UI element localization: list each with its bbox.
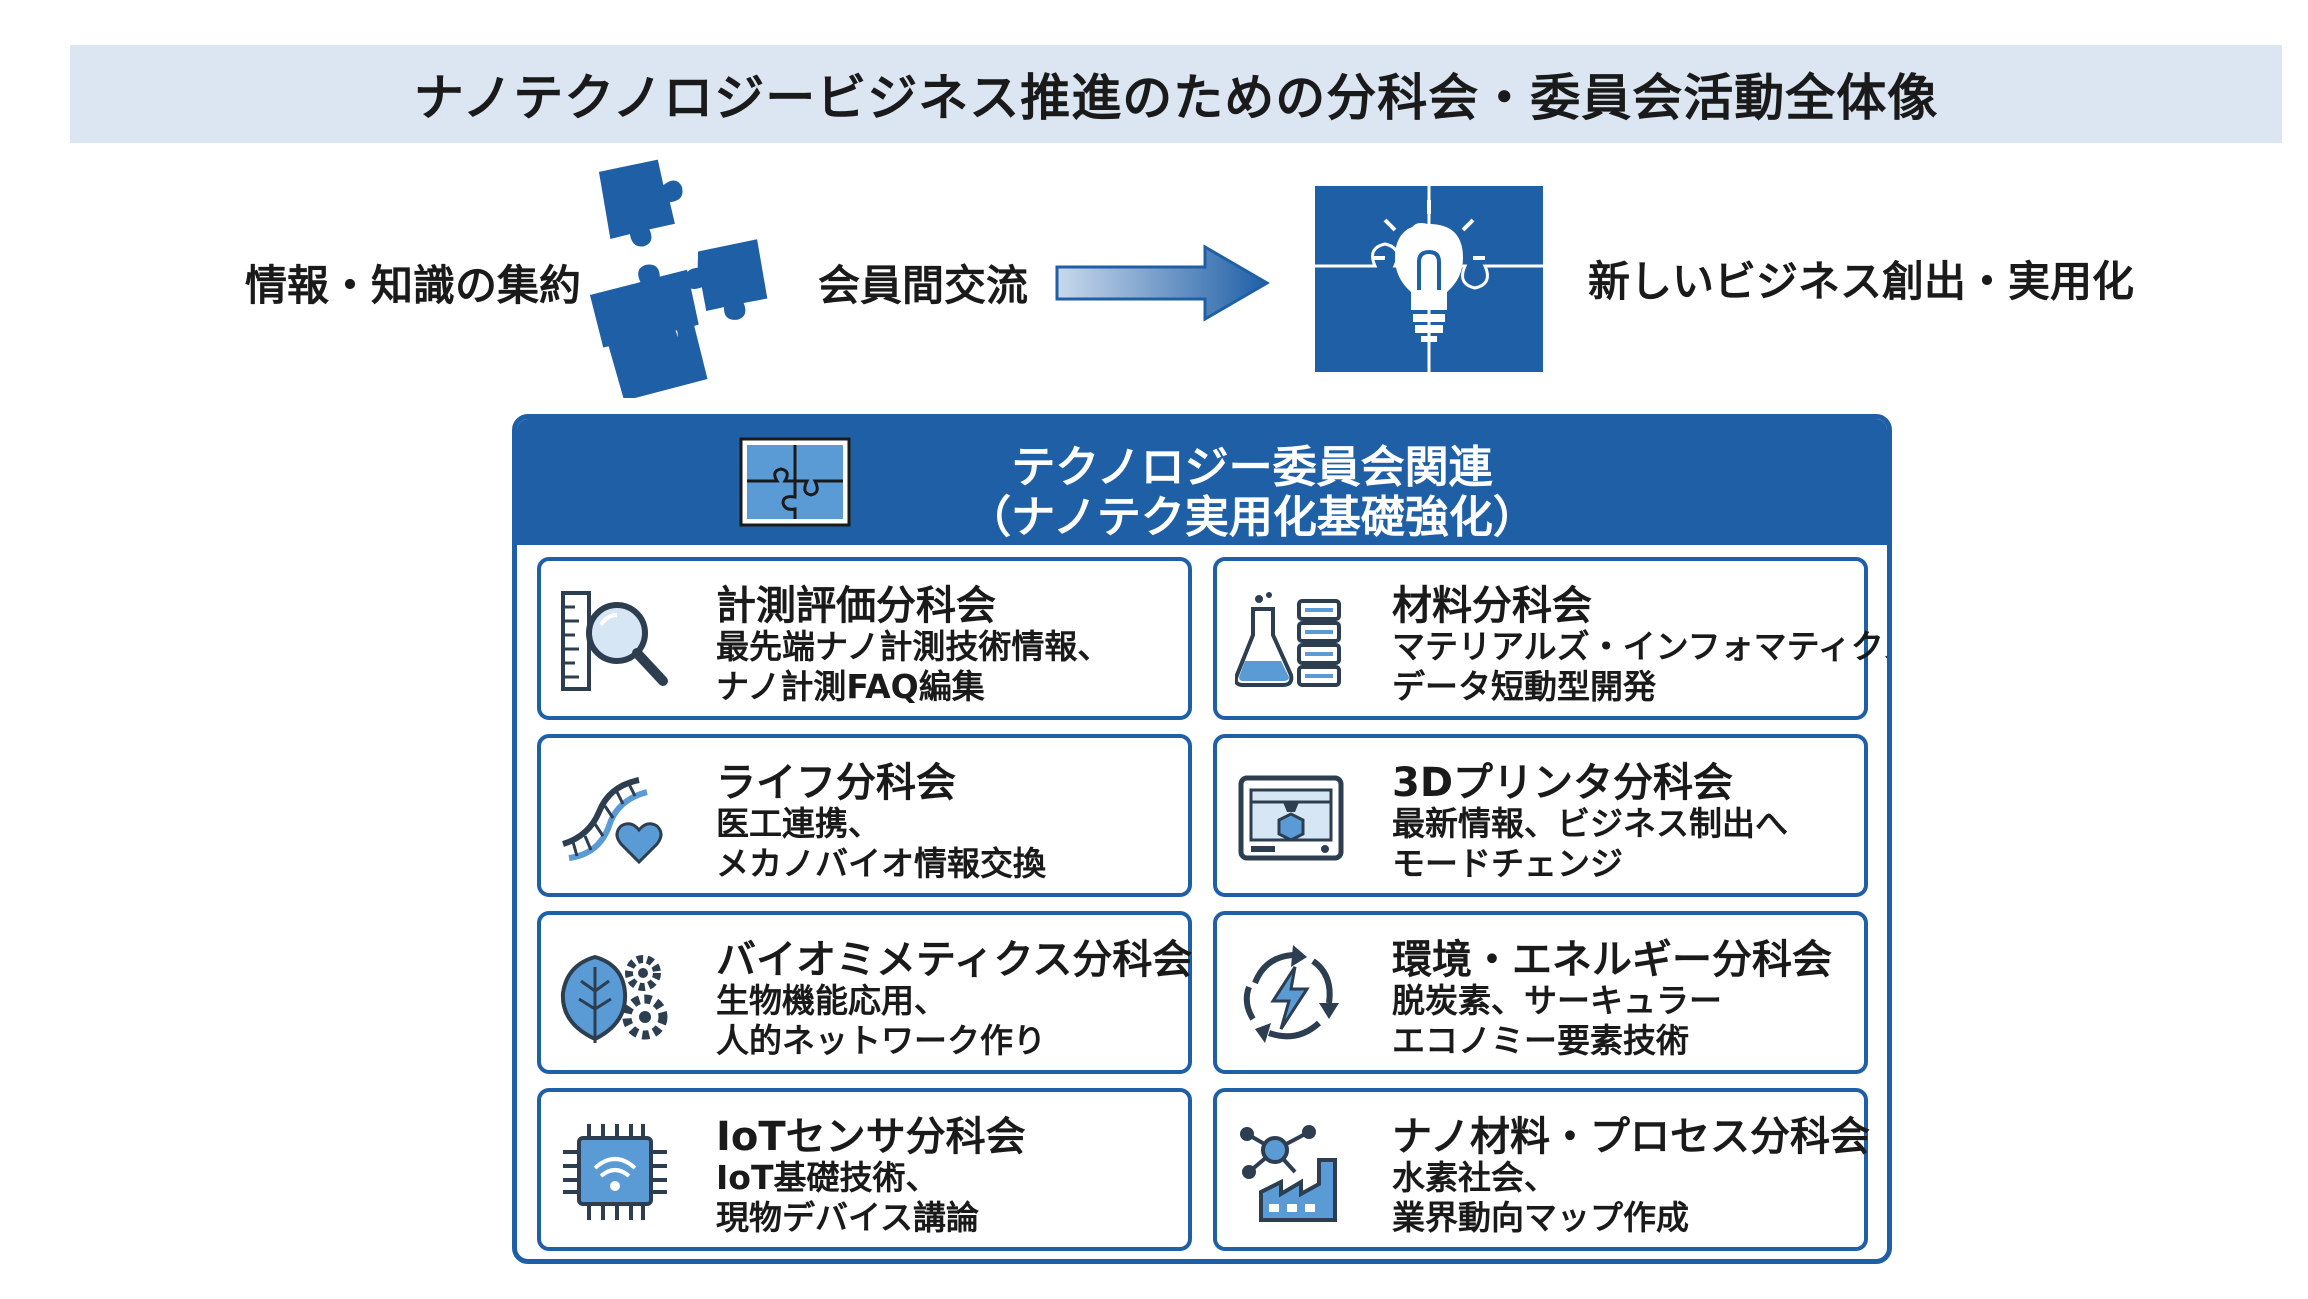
panel-title: テクノロジー委員会関連 — [1011, 442, 1493, 493]
puzzle-icon — [739, 437, 851, 527]
card-desc-line: 現物デバイス講論 — [716, 1198, 980, 1237]
card-title: 環境・エネルギー分科会 — [1392, 937, 1832, 983]
card-description: 最新情報、ビジネス制出へ モードチェンジ — [1392, 804, 1788, 884]
card-description: 水素社会、 業界動向マップ作成 — [1392, 1158, 1689, 1238]
card-desc-line: 人的ネットワーク作り — [716, 1021, 1046, 1060]
recycle-bolt-icon — [1243, 945, 1339, 1043]
card-iot-sensor: IoTセンサ分科会 IoT基礎技術、 現物デバイス講論 — [537, 1088, 1192, 1251]
flow-step-knowledge: 情報・知識の集約 — [245, 261, 582, 310]
card-title: IoTセンサ分科会 — [716, 1114, 1026, 1160]
card-desc-line: 最新情報、ビジネス制出へ — [1392, 804, 1788, 843]
card-materials: 材料分科会 マテリアルズ・インフォマティクス データ短動型開発 — [1213, 557, 1887, 720]
card-biomimetics: バイオミメティクス分科会 生物機能応用、 人的ネットワーク作り — [537, 911, 1192, 1074]
card-title: 材料分科会 — [1392, 583, 1592, 629]
card-description: 生物機能応用、 人的ネットワーク作り — [716, 981, 1046, 1061]
3d-printer-icon — [1238, 775, 1344, 861]
flow-step-business: 新しいビジネス創出・実用化 — [1588, 257, 2135, 306]
card-description: IoT基礎技術、 現物デバイス講論 — [716, 1158, 979, 1238]
card-desc-line: エコノミー要素技術 — [1392, 1021, 1689, 1060]
title-bar: ナノテクノロジービジネス推進のための分科会・委員会活動全体像 — [70, 45, 2282, 143]
panel-subtitle: （ナノテク実用化基礎強化） — [967, 492, 1537, 543]
technology-committee-panel: テクノロジー委員会関連 （ナノテク実用化基礎強化） 計測評価分科会 最先端ナノ計… — [512, 414, 1892, 1264]
card-life: ライフ分科会 医工連携、 メカノバイオ情報交換 — [537, 734, 1192, 897]
flow-step-exchange: 会員間交流 — [818, 261, 1029, 310]
card-title: ナノ材料・プロセス分科会 — [1392, 1114, 1870, 1160]
card-desc-line: 生物機能応用、 — [716, 981, 947, 1020]
card-desc-line: 医工連携、 — [716, 804, 881, 843]
card-desc-line: IoT基礎技術、 — [716, 1158, 939, 1197]
card-title: 計測評価分科会 — [716, 583, 996, 629]
card-title: ライフ分科会 — [716, 760, 956, 806]
card-desc-line: メカノバイオ情報交換 — [716, 844, 1046, 883]
card-desc-line: モードチェンジ — [1392, 844, 1623, 883]
card-desc-line: 水素社会、 — [1392, 1158, 1557, 1197]
puzzle-pieces-icon — [589, 159, 768, 398]
card-desc-line: 最先端ナノ計測技術情報、 — [716, 627, 1111, 666]
card-3d-printer: 3Dプリンタ分科会 最新情報、ビジネス制出へ モードチェンジ — [1213, 734, 1868, 897]
card-desc-line: マテリアルズ・インフォマティクス — [1392, 627, 1892, 666]
card-description: マテリアルズ・インフォマティクス データ短動型開発 — [1392, 627, 1892, 707]
page-title: ナノテクノロジービジネス推進のための分科会・委員会活動全体像 — [413, 69, 1939, 127]
card-desc-line: データ短動型開発 — [1392, 667, 1656, 706]
card-description: 脱炭素、サーキュラー エコノミー要素技術 — [1392, 981, 1722, 1061]
card-desc-line: ナノ計測FAQ編集 — [716, 667, 985, 706]
dna-heart-icon — [562, 777, 663, 865]
lightbulb-puzzle-icon — [1315, 186, 1543, 372]
card-title: 3Dプリンタ分科会 — [1392, 760, 1734, 806]
card-desc-line: 脱炭素、サーキュラー — [1392, 981, 1722, 1020]
magnifier-ruler-icon — [561, 591, 668, 691]
card-nano-materials-process: ナノ材料・プロセス分科会 水素社会、 業界動向マップ作成 — [1213, 1088, 1870, 1251]
flask-database-icon — [1235, 592, 1341, 687]
leaf-gears-icon — [560, 954, 668, 1043]
molecule-factory-icon — [1240, 1125, 1337, 1222]
card-description: 医工連携、 メカノバイオ情報交換 — [716, 804, 1046, 884]
card-description: 最先端ナノ計測技術情報、 ナノ計測FAQ編集 — [716, 627, 1110, 707]
card-title: バイオミメティクス分科会 — [716, 937, 1193, 983]
card-environment-energy: 環境・エネルギー分科会 脱炭素、サーキュラー エコノミー要素技術 — [1213, 911, 1868, 1074]
panel-header: テクノロジー委員会関連 （ナノテク実用化基礎強化） — [517, 419, 1887, 545]
right-arrow-icon — [1055, 244, 1270, 322]
card-measurement: 計測評価分科会 最先端ナノ計測技術情報、 ナノ計測FAQ編集 — [537, 557, 1192, 720]
card-desc-line: 業界動向マップ作成 — [1392, 1198, 1689, 1237]
chip-wifi-icon — [563, 1124, 667, 1220]
